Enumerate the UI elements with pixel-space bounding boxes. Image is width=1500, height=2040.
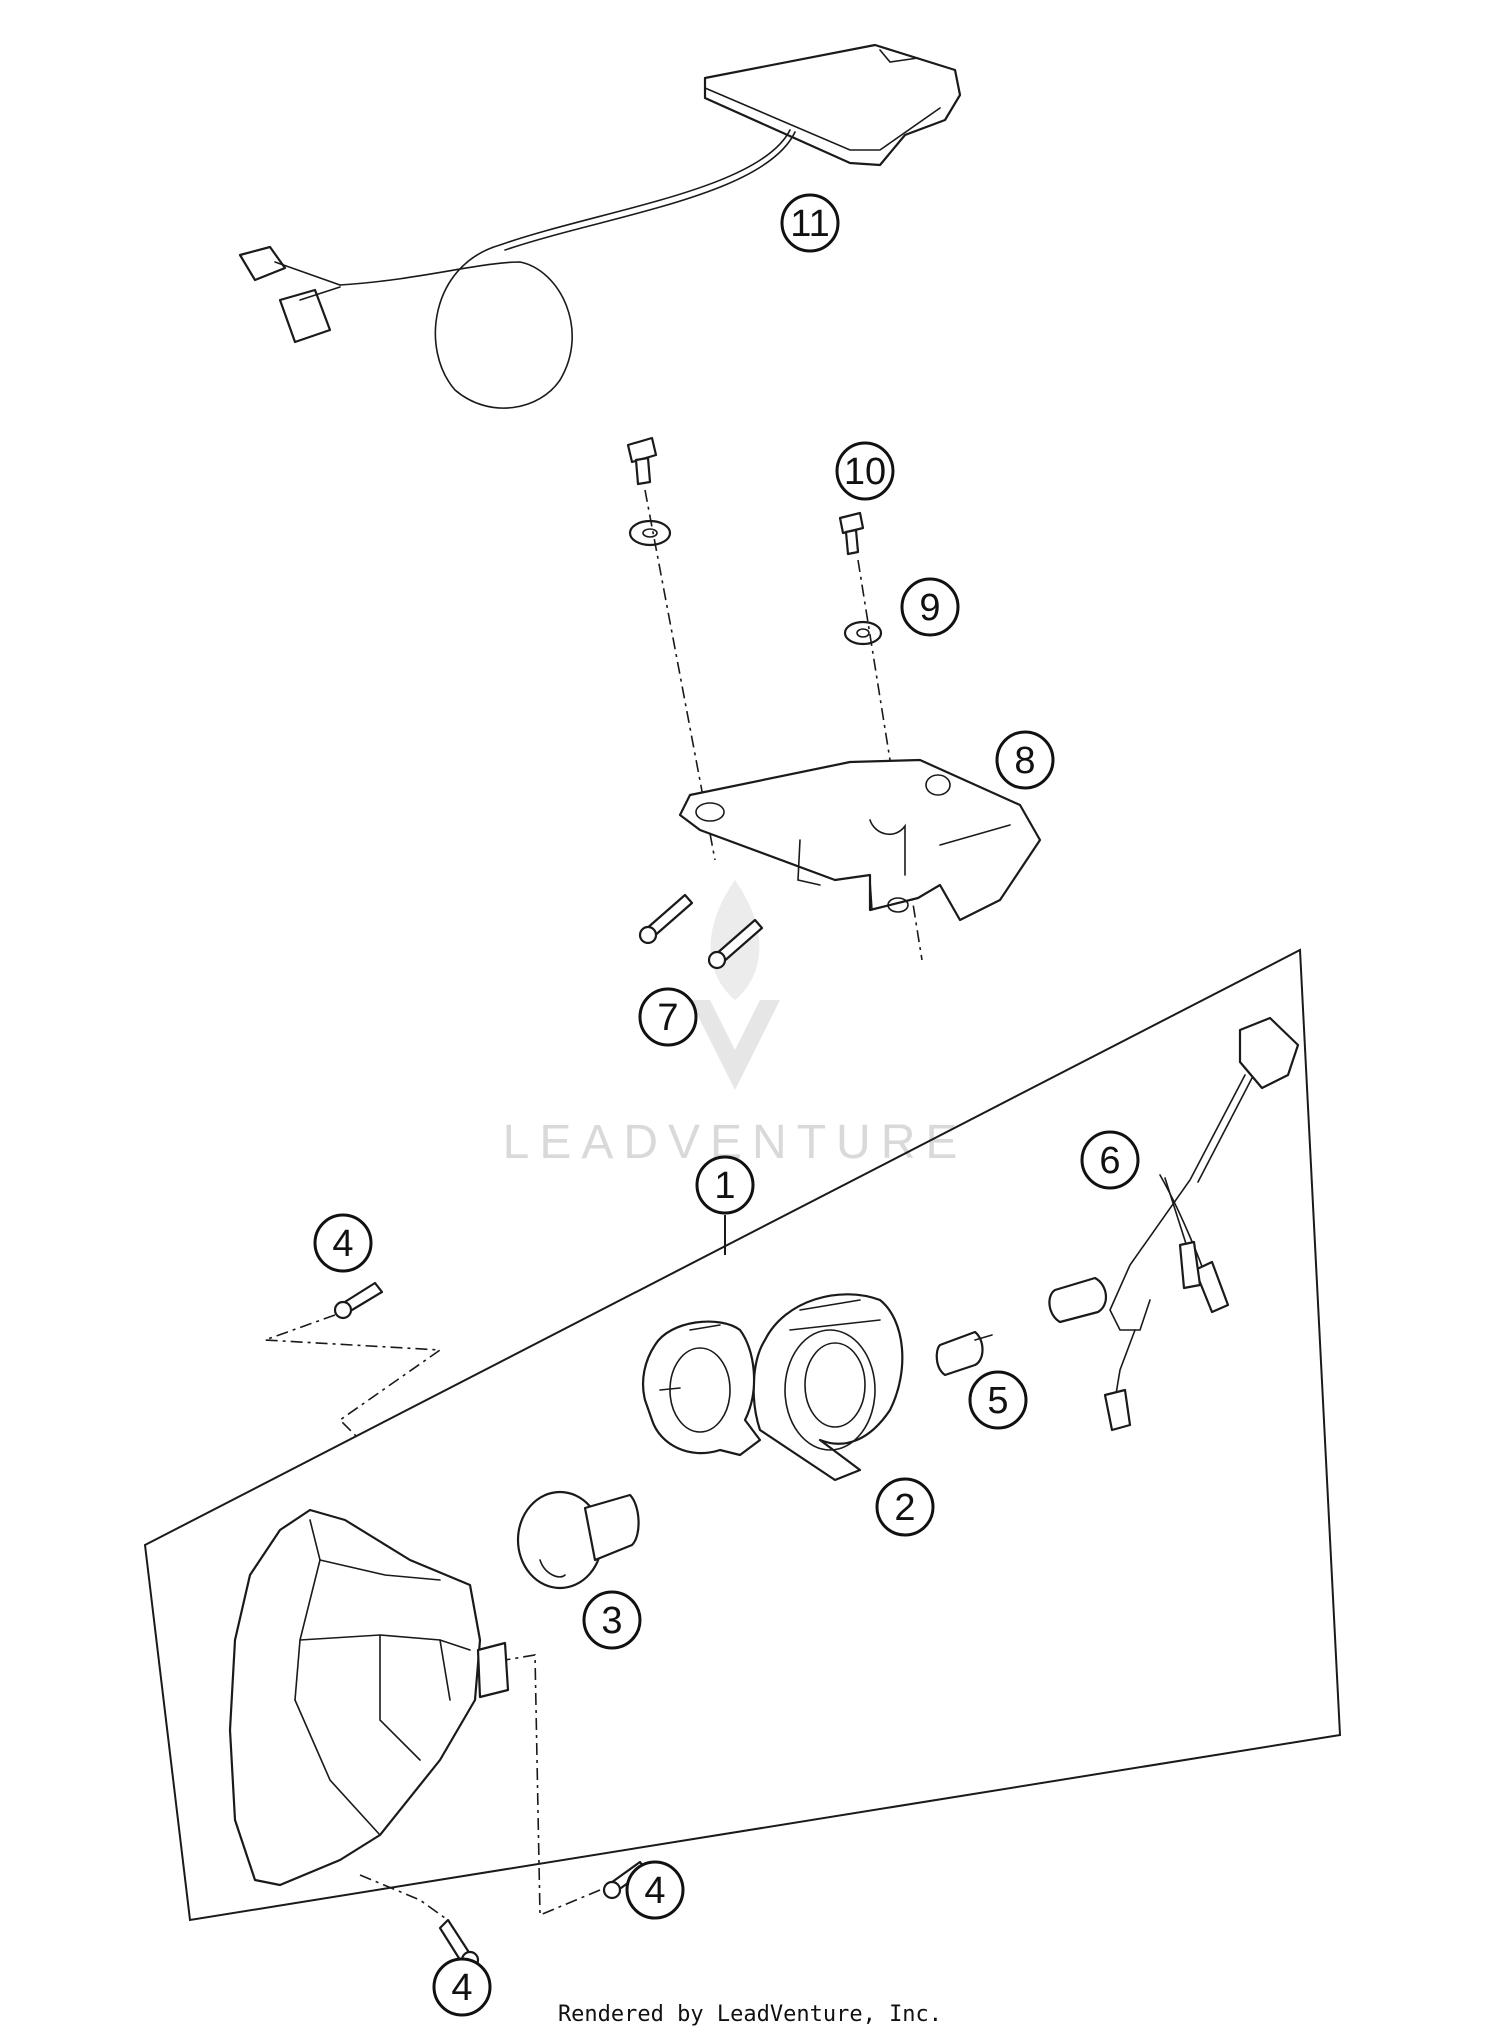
callout-4b-label: 4: [644, 1870, 665, 1912]
part-11-speedo-cable: [238, 43, 962, 409]
callout-5-label: 5: [987, 1380, 1008, 1422]
callout-7-label: 7: [657, 997, 678, 1039]
callout-6-label: 6: [1099, 1140, 1120, 1182]
watermark: LEADVENTURE: [503, 880, 957, 1169]
callout-4-top: 4: [313, 1213, 373, 1273]
callout-9: 9: [900, 577, 960, 637]
part-8-bracket: [678, 758, 1042, 922]
callout-8: 8: [995, 730, 1055, 790]
render-credit: Rendered by LeadVenture, Inc.: [557, 2002, 943, 2027]
callout-4-bottom: 4: [432, 1957, 492, 2017]
callout-6: 6: [1080, 1130, 1140, 1190]
callout-2-label: 2: [894, 1487, 915, 1529]
callout-10-label: 10: [844, 451, 886, 493]
callout-10: 10: [835, 441, 895, 501]
callout-5: 5: [968, 1370, 1028, 1430]
callout-11-label: 11: [790, 203, 829, 245]
part-2-boot: [752, 1293, 904, 1482]
bulb-holder: [641, 1320, 762, 1457]
part-3-headlight-bulb: [516, 1490, 640, 1590]
part-5-bulb: [935, 1330, 993, 1377]
callout-4c-label: 4: [451, 1967, 472, 2009]
callout-8-label: 8: [1014, 740, 1035, 782]
part-6-harness: [1048, 1016, 1300, 1432]
part-1-headlight-shell: [228, 1508, 510, 1887]
callout-9-label: 9: [919, 587, 940, 629]
callout-7: 7: [638, 987, 698, 1047]
callout-3-label: 3: [601, 1600, 622, 1642]
callout-2: 2: [875, 1477, 935, 1537]
callout-4-right: 4: [625, 1860, 685, 1920]
callout-1: 1: [695, 1155, 755, 1215]
callout-4a-label: 4: [332, 1223, 353, 1265]
watermark-v-icon: [690, 1000, 780, 1090]
callout-3: 3: [582, 1590, 642, 1650]
callout-1-label: 1: [714, 1165, 735, 1207]
part-1-assembly-frame: [143, 948, 1342, 1922]
part-7-screws: [638, 893, 764, 970]
callout-11: 11: [780, 193, 840, 253]
